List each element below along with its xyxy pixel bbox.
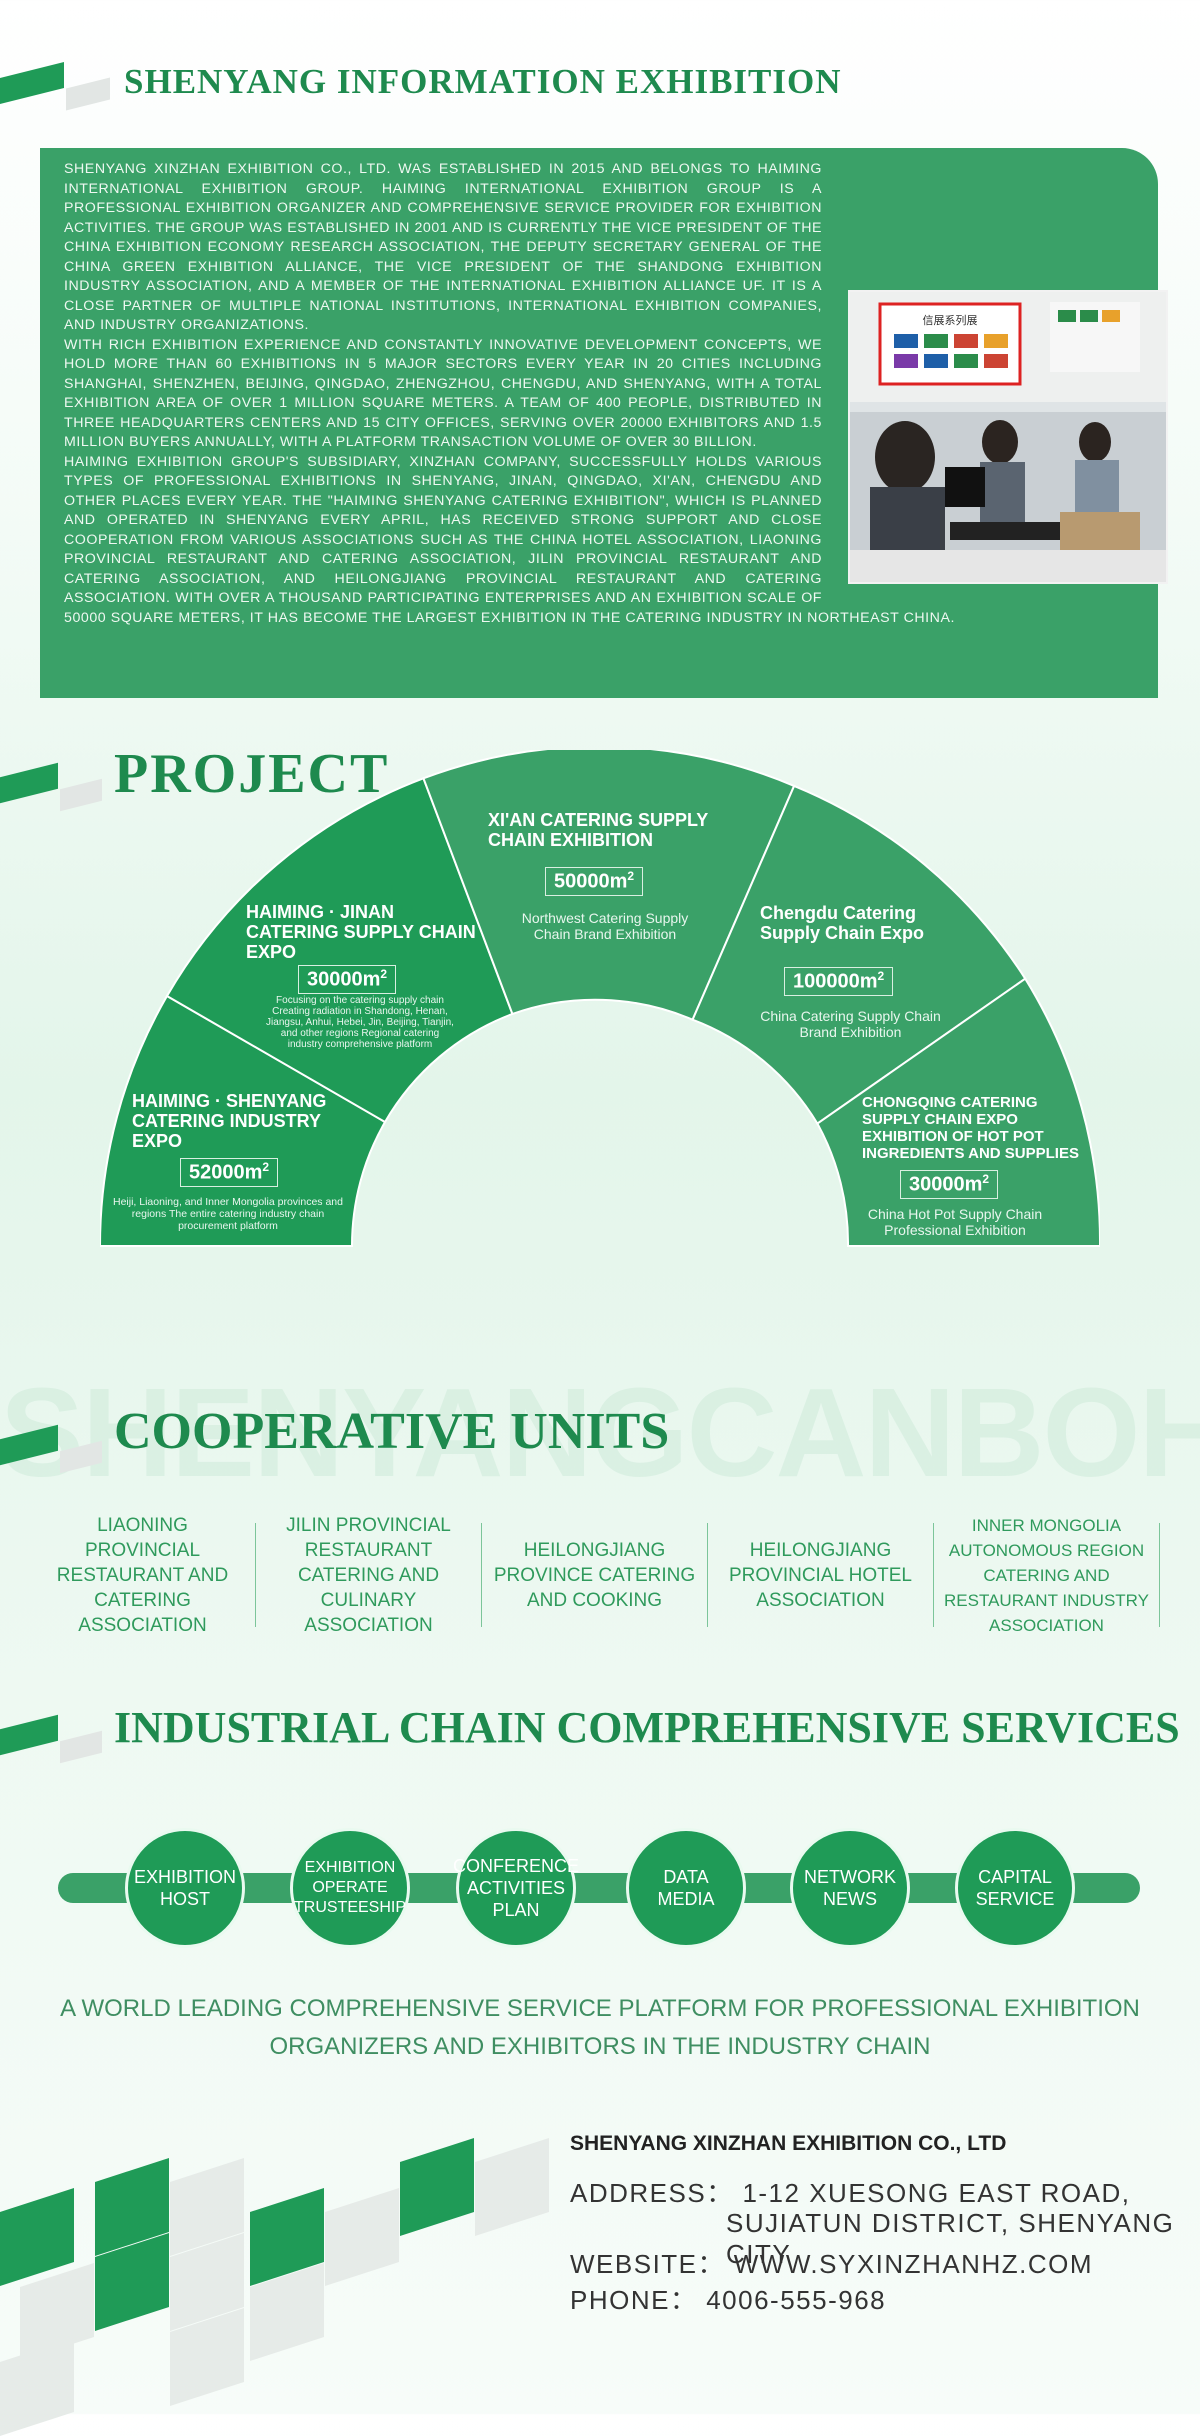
contact-address-line2: SUJIATUN DISTRICT, SHENYANG CITY <box>726 2208 1175 2269</box>
contact-address-line1: ADDRESS： 1-12 XUESONG EAST ROAD, <box>570 2178 1131 2208</box>
project-jinan-title: HAIMING · JINAN CATERING SUPPLY CHAIN EX… <box>246 902 476 962</box>
project-chengdu-area: 100000m2 <box>784 967 894 996</box>
decor-square <box>475 2137 549 2237</box>
services-tagline: A WORLD LEADING COMPREHENSIVE SERVICE PL… <box>60 1995 1140 2060</box>
header-stripe-green <box>0 62 64 104</box>
intro-text: SHENYANG XINZHAN EXHIBITION CO., LTD. WA… <box>64 160 1138 628</box>
company-name: SHENYANG XINZHAN EXHIBITION CO., LTD <box>570 2132 1007 2155</box>
project-stripe-green <box>0 762 58 804</box>
services-stripe-green <box>0 1714 58 1756</box>
decor-square <box>0 2337 74 2436</box>
project-jinan-desc: Focusing on the catering supply chain Cr… <box>266 995 454 1050</box>
decor-square <box>325 2187 399 2287</box>
project-shenyang-area: 52000m2 <box>180 1158 279 1187</box>
project-chongqing-title: CHONGQING CATERING SUPPLY CHAIN EXPO EXH… <box>862 1094 1079 1162</box>
services-title: INDUSTRIAL CHAIN COMPREHENSIVE SERVICES <box>114 1703 1180 1752</box>
background-watermark: SHENYANGCANBOHUI <box>0 1362 1200 1503</box>
coop-unit-liaoning: LIAONING PROVINCIAL RESTAURANT AND CATER… <box>30 1515 256 1636</box>
photo-board-title: 信展系列展 <box>923 313 978 327</box>
coop-unit-heilongjiang-hotel: HEILONGJIANG PROVINCIAL HOTEL ASSOCIATIO… <box>708 1523 934 1627</box>
project-chengdu-title: Chengdu Catering Supply Chain Expo <box>760 903 925 943</box>
coop-unit-heilongjiang-catering: HEILONGJIANG PROVINCE CATERING AND COOKI… <box>482 1523 708 1627</box>
project-xian-title: XI'AN CATERING SUPPLY CHAIN EXHIBITION <box>488 810 708 850</box>
project-chongqing-area: 30000m2 <box>900 1170 999 1199</box>
project-xian-area: 50000m2 <box>545 867 644 896</box>
project-arch <box>100 750 1100 1247</box>
cooperative-title: COOPERATIVE UNITS <box>114 1403 670 1460</box>
coop-unit-jilin: JILIN PROVINCIAL RESTAURANT CATERING AND… <box>256 1515 482 1636</box>
header-stripe-grey <box>66 77 110 111</box>
project-xian-desc: Northwest Catering Supply Chain Brand Ex… <box>521 910 689 942</box>
office-photo: 信展系列展 <box>848 290 1168 584</box>
contact-website: WEBSITE： WWW.SYXINZHANHZ.COM <box>570 2249 1094 2279</box>
intro-panel: SHENYANG XINZHAN EXHIBITION CO., LTD. WA… <box>40 148 1168 698</box>
project-shenyang-desc: Heiji, Liaoning, and Inner Mongolia prov… <box>113 1196 343 1232</box>
cooperative-units-list: LIAONING PROVINCIAL RESTAURANT AND CATER… <box>30 1515 1160 1636</box>
project-chongqing-desc: China Hot Pot Supply Chain Professional … <box>867 1206 1043 1238</box>
decor-square <box>400 2137 474 2237</box>
arch-segment-jinan[interactable] <box>165 777 514 1124</box>
arch-segment-xian[interactable] <box>422 750 796 1021</box>
phone-number[interactable]: 4006-555-968 <box>706 2285 887 2315</box>
project-shenyang-title: HAIMING · SHENYANG CATERING INDUSTRY EXP… <box>132 1091 327 1151</box>
arch-segment-chongqing[interactable] <box>816 977 1100 1247</box>
project-stripe-grey <box>60 778 102 812</box>
decor-square <box>0 2187 74 2287</box>
intro-paragraph-3: HAIMING EXHIBITION GROUP'S SUBSIDIARY, X… <box>64 453 955 626</box>
project-title: PROJECT <box>114 743 390 805</box>
website-link[interactable]: WWW.SYXINZHANHZ.COM <box>733 2249 1094 2279</box>
services-stripe-grey <box>60 1730 102 1764</box>
coop-unit-inner-mongolia: INNER MONGOLIA AUTONOMOUS REGION CATERIN… <box>934 1516 1160 1635</box>
intro-paragraph-1: SHENYANG XINZHAN EXHIBITION CO., LTD. WA… <box>64 161 822 333</box>
contact-phone: PHONE： 4006-555-968 <box>570 2285 887 2315</box>
intro-paragraph-2: WITH RICH EXHIBITION EXPERIENCE AND CONS… <box>64 336 822 451</box>
project-jinan-area: 30000m2 <box>298 965 397 994</box>
arch-segment-shenyang[interactable] <box>100 994 387 1247</box>
project-chengdu-desc: China Catering Supply Chain Brand Exhibi… <box>760 1008 941 1040</box>
page-title: SHENYANG INFORMATION EXHIBITION <box>124 62 842 101</box>
